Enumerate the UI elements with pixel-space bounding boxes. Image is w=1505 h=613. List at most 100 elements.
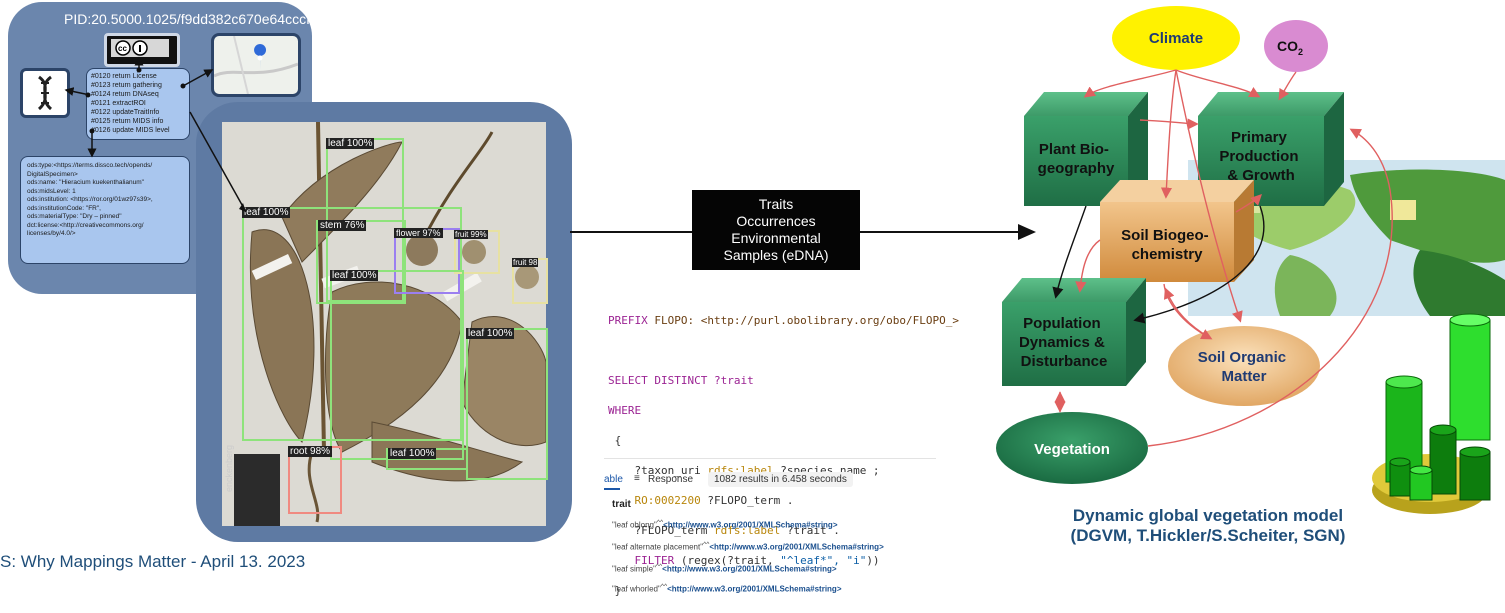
metadata-line: ods:name: "Hieracium kuekenthalianum": [27, 179, 144, 186]
sparql-prefix-line: PREFIX FLOPO: <http://purl.obolibrary.or…: [608, 313, 959, 328]
co2-label: CO2: [1277, 38, 1303, 57]
soil-bio-label: Soil Biogeo- chemistry: [1121, 227, 1213, 263]
metadata-line: ods:institution: <https://ror.org/01wz97…: [27, 196, 153, 203]
metadata-line: ods:midsLevel: 1: [27, 187, 76, 195]
sparql-keyword: PREFIX: [608, 314, 648, 327]
result-type-link[interactable]: <http://www.w3.org/2001/XMLSchema#string…: [667, 584, 842, 594]
metadata-line: dct:license:<http://creativecommons.org/: [27, 221, 144, 229]
sparql-string: "^leaf*", "i": [780, 554, 867, 567]
table-row: "leaf alternate placement"^^<http://www.…: [612, 541, 884, 552]
sparql-keyword: FILTER: [634, 554, 675, 567]
roi-connector: [189, 111, 247, 213]
primary-label: Primary Production & Growth: [1219, 129, 1302, 184]
operation-item: #0123 return gathering: [91, 82, 162, 89]
results-toolbar: able ≡ Response 1082 results in 6.458 se…: [604, 472, 924, 490]
operation-item: #0126 update MIDS level: [91, 127, 170, 134]
sparql-var: ?taxon_uri: [634, 464, 701, 477]
vegetation-node: [996, 412, 1148, 484]
operation-item: #0122 updateTraitInfo: [91, 109, 160, 116]
detection-label: leaf 100%: [242, 207, 291, 218]
sparql-triple: RO:0002200 ?FLOPO_term .: [608, 493, 959, 508]
metadata-line: DigitalSpecimen>: [27, 170, 78, 178]
metadata-line: ods:materialType: "Dry – pinned": [27, 213, 122, 220]
sparql-prefix-uri: <http://purl.obolibrary.org/obo/FLOPO_>: [700, 314, 960, 327]
sparql-filter-text: )): [866, 554, 880, 567]
metadata-line: ods:type:<https://terms.dissco.tech/open…: [27, 162, 153, 169]
soil-organic-matter-node: [1168, 326, 1320, 406]
detection-label: leaf 100%: [388, 448, 437, 459]
result-type-link[interactable]: <http://www.w3.org/2001/XMLSchema#string…: [709, 542, 884, 552]
data-types-box: Traits Occurrences Environmental Samples…: [692, 190, 860, 270]
operation-item: #0125 return MIDS info: [91, 118, 164, 125]
card-connectors: [64, 56, 214, 158]
dgvm-diagram: Climate CO2 Plant Bio- geography Primary…: [996, 6, 1505, 514]
detection-box: [330, 270, 464, 460]
result-sep: ^^: [660, 583, 668, 590]
result-sep: ^^: [656, 519, 664, 526]
sparql-where: WHERE: [608, 404, 642, 417]
herbarium-label: enckenberg: [224, 444, 234, 492]
table-row: "leaf oblong"^^<http://www.w3.org/2001/X…: [612, 519, 838, 530]
data-type-label: Occurrences: [736, 213, 816, 229]
pid-label: PID:20.5000.1025/f9dd382c670e64cccf21: [64, 11, 326, 27]
result-value: "leaf alternate placement": [612, 542, 704, 552]
results-column-header: trait: [612, 499, 631, 510]
metadata-line: licenses/by/4.0/>: [27, 230, 76, 237]
result-type-link[interactable]: <http://www.w3.org/2001/XMLSchema#string…: [663, 520, 838, 530]
results-divider: [604, 458, 936, 459]
operation-item: #0120 return License: [91, 73, 157, 80]
map-icon: [211, 33, 301, 97]
sparql-filter: FILTER (regex(?trait, "^leaf*", "i")): [608, 553, 959, 568]
tab-table[interactable]: able: [604, 474, 623, 485]
tab-response[interactable]: Response: [648, 474, 694, 485]
sparql-close-brace: }: [608, 584, 622, 597]
tab-table-underline: [604, 488, 620, 490]
list-icon: ≡: [634, 473, 640, 484]
plant-bio-label: Plant Bio- geography: [1038, 141, 1115, 177]
sparql-filter-text: (regex(?trait,: [680, 554, 781, 567]
svg-text:cc: cc: [118, 44, 127, 53]
dna-icon: [20, 68, 70, 118]
results-summary: 1082 results in 6.458 seconds: [708, 472, 853, 487]
tree-cluster-icon: [1372, 313, 1491, 514]
result-type-link[interactable]: <http://www.w3.org/2001/XMLSchema#string…: [662, 564, 837, 574]
detection-label: leaf 100%: [330, 270, 379, 281]
data-type-label: Samples (eDNA): [723, 247, 829, 263]
detection-label: root 98%: [288, 446, 333, 457]
detection-label: leaf 100%: [466, 328, 515, 339]
climate-label: Climate: [1149, 30, 1203, 47]
detection-label: leaf 100%: [326, 138, 375, 149]
dgvm-caption-line: (DGVM, T.Hickler/S.Scheiter, SGN): [1070, 526, 1346, 545]
result-value: "leaf oblong": [612, 520, 657, 530]
metadata-box: ods:type:<https://terms.dissco.tech/open…: [20, 156, 190, 264]
data-type-label: Environmental: [731, 230, 821, 246]
detection-box: [242, 207, 462, 441]
footer-text: S: Why Mappings Matter - April 13. 2023: [0, 552, 306, 571]
co2-node: [1264, 20, 1328, 72]
soil-organic-label: Soil Organic Matter: [1198, 349, 1291, 385]
detection-label: stem 76%: [318, 220, 367, 231]
detection-label: flower 97%: [394, 228, 443, 238]
operation-item: #0124 return DNAseq: [91, 91, 159, 98]
population-label: Population Dynamics & Disturbance: [1019, 315, 1109, 370]
sparql-obj: ?trait .: [786, 524, 840, 537]
result-value: "leaf simple": [612, 564, 656, 574]
sparql-triple: ?FLOPO_term rdfs:label ?trait .: [608, 523, 959, 538]
table-row: "leaf whorled"^^<http://www.w3.org/2001/…: [612, 583, 842, 594]
detection-label: fruit 99%: [454, 230, 488, 239]
sparql-obj: ?FLOPO_term .: [707, 494, 794, 507]
result-value: "leaf whorled": [612, 584, 661, 594]
sparql-prefix-name: FLOPO:: [654, 314, 695, 327]
climate-node: [1112, 6, 1240, 70]
operation-item: #0121 extractROI: [91, 100, 146, 107]
metadata-line: ods:institutionCode: "FR",: [27, 204, 101, 212]
result-sep: ^^: [655, 563, 663, 570]
detection-label: fruit 98: [512, 258, 539, 267]
dgvm-caption-line: Dynamic global vegetation model: [1072, 506, 1344, 525]
table-row: "leaf simple"^^<http://www.w3.org/2001/X…: [612, 563, 837, 574]
soil-biogeochemistry-node: [1100, 180, 1254, 282]
data-type-label: Traits: [758, 196, 794, 212]
sparql-pred: RO:0002200: [634, 494, 701, 507]
result-sep: ^^: [703, 541, 710, 548]
vegetation-label: Vegetation: [1034, 441, 1110, 458]
